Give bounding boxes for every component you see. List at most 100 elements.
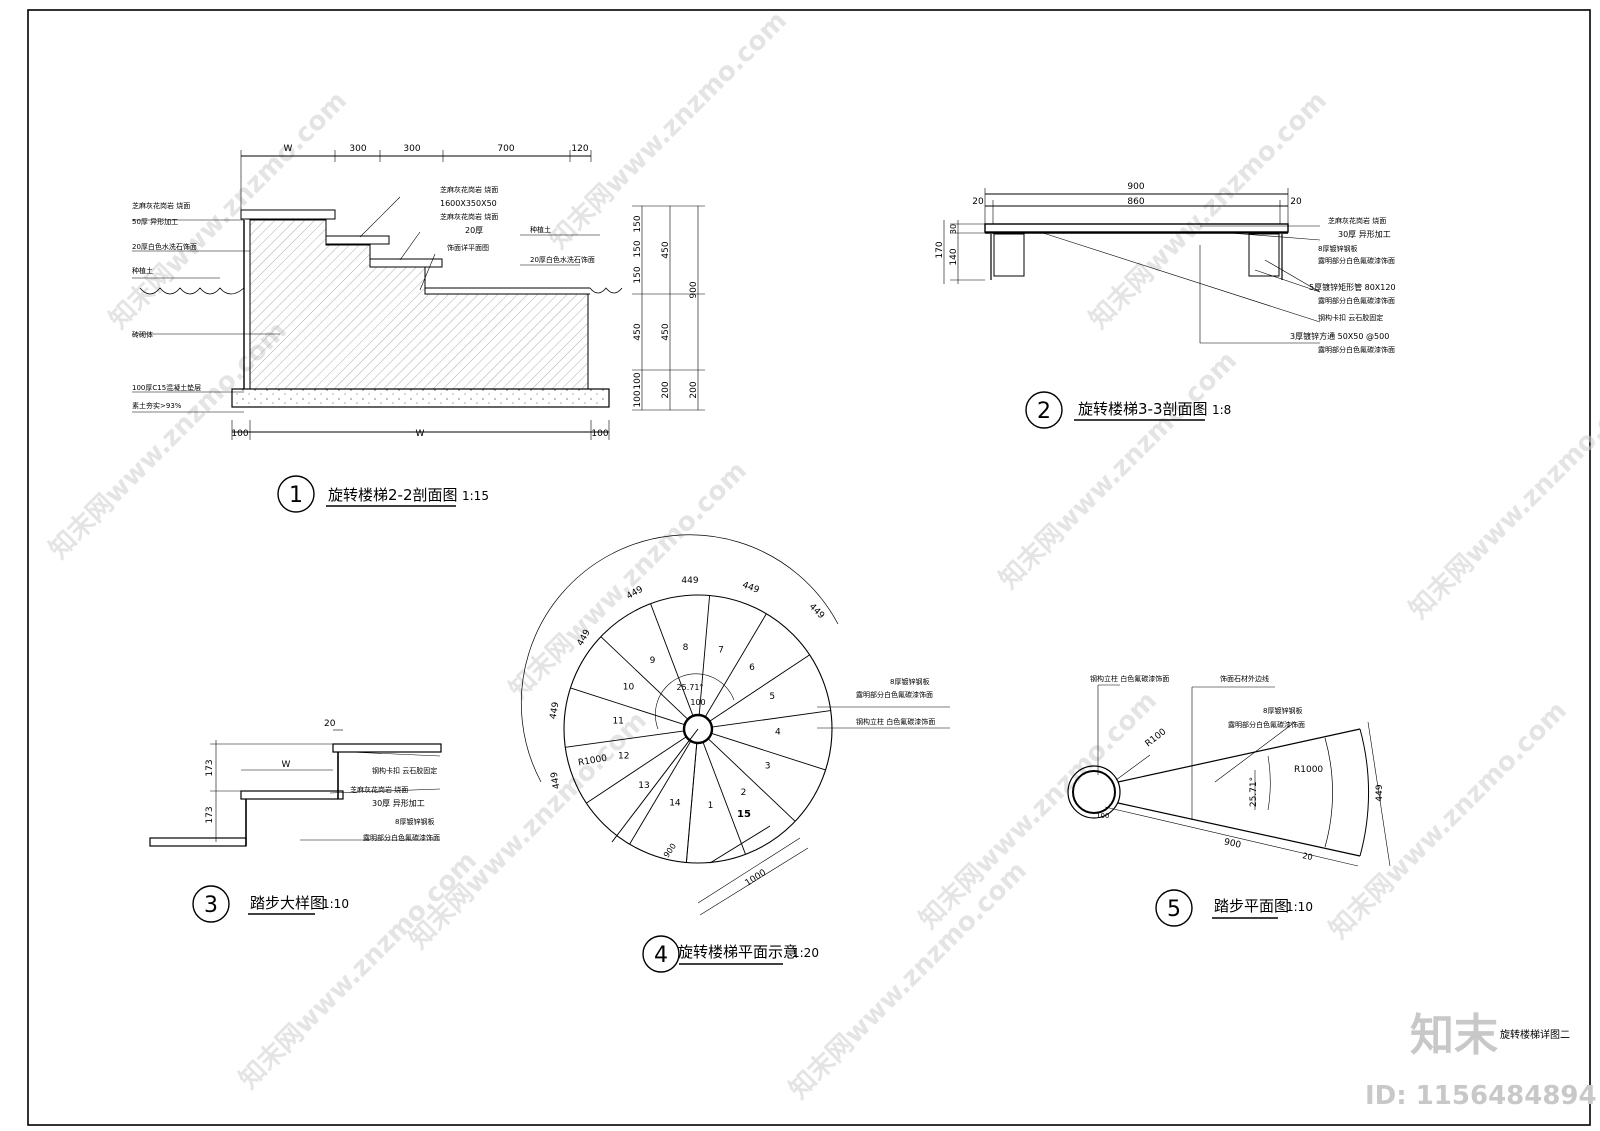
watermark-text: 知末网www.znzmo.com — [1084, 86, 1333, 335]
v1-scale: 1:15 — [462, 489, 489, 503]
v3-dim-20: 20 — [324, 719, 336, 729]
step-number-11: 11 — [612, 717, 623, 727]
step-detail-text: 20 W 173 173 钢构卡扣 云石胶固定 芝麻灰花岗岩 烧面 30厚 异形… — [204, 719, 440, 918]
v1-mid-note-2: 芝麻灰花岗岩 烧面 — [440, 212, 498, 221]
step-number-2: 2 — [741, 788, 747, 798]
watermark-text: 知末网www.znzmo.com — [784, 856, 1033, 1105]
v2-note-7: 3厚镀锌方通 50X50 @500 — [1290, 331, 1389, 341]
v2-dim-140: 140 — [949, 248, 959, 265]
v1-bdim-0: 100 — [231, 429, 248, 439]
v1-left-note-6: 素土夯实>93% — [132, 401, 182, 410]
v2-note-0: 芝麻灰花岗岩 烧面 — [1328, 216, 1386, 225]
v4-angle-label: 25.71° — [677, 683, 704, 692]
step-detail-view — [149, 729, 442, 923]
tread-edge-line — [707, 738, 796, 822]
v4-title: 旋转楼梯平面示意 — [678, 943, 798, 961]
v4-width-900: 900 — [662, 842, 678, 860]
v5-note-2: 8厚镀锌钢板 — [1263, 706, 1302, 715]
v1-rdim-a5: 100 — [633, 390, 643, 407]
v2-scale: 1:8 — [1212, 403, 1231, 417]
v1-rdim-c1: 200 — [689, 381, 699, 398]
v1-rdim-c0: 900 — [689, 281, 699, 298]
v1-rdim-b1: 450 — [661, 323, 671, 340]
v1-topdim-3: 700 — [497, 144, 514, 154]
section-3-3-text: 900 20 860 20 170 30 140 芝麻灰花岗岩 烧面 30厚 异… — [935, 182, 1396, 424]
v5-scale: 1:10 — [1286, 900, 1313, 914]
tread-edge-line — [650, 603, 694, 717]
v1-right-note-0: 种植土 — [530, 225, 551, 234]
watermark-id: ID: 1156484894 — [1365, 1081, 1597, 1111]
tread-plan-view — [1067, 684, 1391, 927]
v5-dim-100: 100 — [1096, 812, 1109, 820]
v3-title: 踏步大样图 — [250, 894, 325, 912]
step-number-7: 7 — [718, 645, 724, 655]
tread-edge-line — [586, 736, 687, 804]
v1-topdim-1: 300 — [349, 144, 366, 154]
v1-rdim-a4: 100 — [633, 372, 643, 389]
tread-edge-line — [600, 636, 689, 720]
v2-dim-30: 30 — [949, 224, 958, 234]
tread-edge-line — [698, 595, 711, 716]
v4-note-0: 8厚镀锌钢板 — [890, 677, 929, 686]
v4-arc-dim-3: 449 — [807, 602, 826, 621]
v1-left-note-4: 砖砌体 — [132, 330, 153, 339]
v1-rdim-a0: 150 — [633, 215, 643, 232]
v5-dim-r100: R100 — [1144, 727, 1169, 749]
v1-left-note-0: 芝麻灰花岗岩 烧面 — [132, 201, 190, 210]
v5-note-3: 露明部分白色氟碳漆饰面 — [1228, 720, 1305, 729]
v2-note-1: 30厚 异形加工 — [1338, 229, 1391, 239]
v1-right-note-1: 20厚白色水洗石饰面 — [530, 255, 595, 264]
tread-edge-line — [709, 654, 810, 722]
section-2-2-text: W 300 300 700 120 芝麻灰花岗岩 烧面 50厚 异形加工 20厚… — [132, 144, 699, 508]
v4-arc-dim-0: 449 — [681, 576, 698, 586]
step-number-5: 5 — [769, 692, 775, 702]
v1-topdim-0: W — [284, 144, 293, 154]
tread-edge-line — [629, 740, 692, 845]
v1-number: 1 — [289, 483, 303, 508]
v4-landing-label: 15 — [737, 809, 751, 820]
v2-dim-900: 900 — [1127, 182, 1144, 192]
v1-left-note-1: 50厚 异形加工 — [132, 217, 178, 226]
v1-bdim-2: 100 — [591, 429, 608, 439]
v2-dim-20b: 20 — [1290, 197, 1302, 207]
tread-edge-line — [711, 732, 826, 771]
step-number-13: 13 — [638, 781, 649, 791]
v2-note-6: 钢构卡扣 云石胶固定 — [1318, 313, 1383, 322]
v3-note-1: 芝麻灰花岗岩 烧面 — [350, 785, 408, 794]
v5-number: 5 — [1167, 897, 1181, 922]
v2-number: 2 — [1037, 399, 1051, 424]
v4-center-label: 100 — [690, 698, 705, 707]
tread-edge-line — [704, 613, 767, 718]
v5-dim-r1000: R1000 — [1294, 765, 1323, 775]
v3-dim-173b: 173 — [205, 806, 215, 823]
v3-note-3: 8厚镀锌钢板 — [395, 817, 434, 826]
v2-dim-170: 170 — [935, 241, 945, 258]
v5-note-0: 钢构立柱 白色氟碳漆饰面 — [1090, 674, 1169, 683]
v5-title: 踏步平面图 — [1214, 897, 1289, 915]
tread-plan-text: 钢构立柱 白色氟碳漆饰面 饰面石材外边线 8厚镀锌钢板 露明部分白色氟碳漆饰面 … — [1090, 674, 1385, 922]
v2-title: 旋转楼梯3-3剖面图 — [1078, 400, 1208, 418]
watermark-text: 知末网www.znzmo.com — [994, 346, 1243, 595]
v2-dim-860: 860 — [1127, 197, 1144, 207]
v1-title: 旋转楼梯2-2剖面图 — [328, 486, 458, 504]
v1-mid-note-3: 20厚 — [465, 226, 483, 235]
v5-dim-900: 900 — [1223, 837, 1242, 850]
step-number-6: 6 — [749, 663, 755, 673]
v2-note-8: 露明部分白色氟碳漆饰面 — [1318, 345, 1395, 354]
v3-number: 3 — [204, 893, 218, 918]
v1-rdim-b0: 450 — [661, 241, 671, 258]
v1-rdim-a2: 150 — [633, 266, 643, 283]
v1-left-note-5: 100厚C15混凝土垫层 — [132, 383, 201, 392]
v2-note-5: 露明部分白色氟碳漆饰面 — [1318, 296, 1395, 305]
v5-note-1: 饰面石材外边线 — [1220, 674, 1269, 683]
v1-topdim-4: 120 — [571, 144, 588, 154]
v4-note-1: 露明部分白色氟碳漆饰面 — [856, 690, 933, 699]
v4-width-1000: 1000 — [744, 868, 769, 889]
step-number-8: 8 — [683, 643, 689, 653]
v4-scale: 1:20 — [792, 946, 819, 960]
v4-note-2: 钢构立柱 白色氟碳漆饰面 — [856, 717, 935, 726]
v1-left-note-3: 种植土 — [132, 266, 153, 275]
tread-edge-line — [570, 687, 685, 726]
